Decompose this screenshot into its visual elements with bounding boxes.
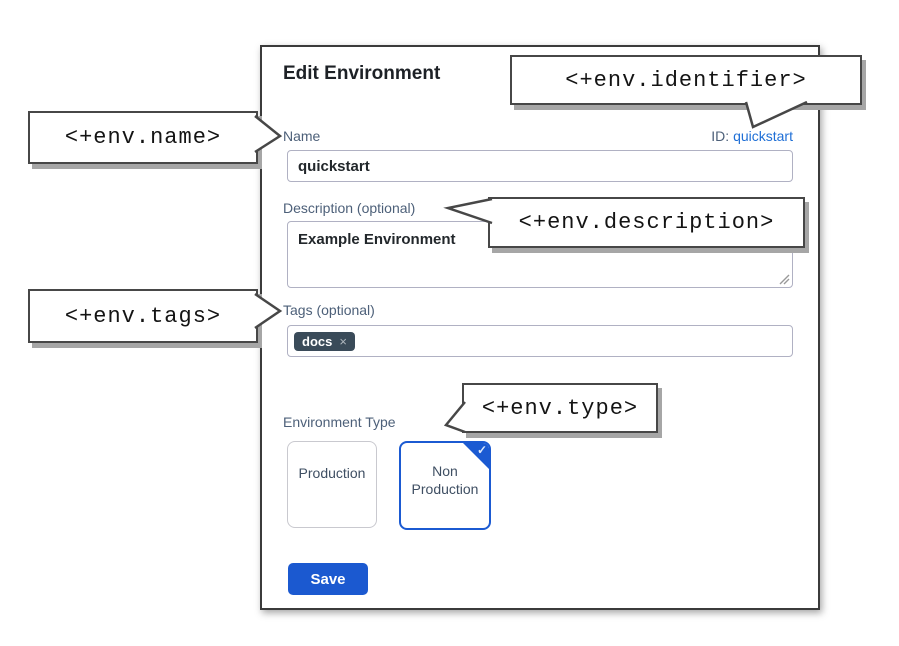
name-label: Name (283, 128, 321, 144)
type-card-label: Production (298, 465, 366, 481)
callout-env-tags-text: <+env.tags> (64, 303, 222, 329)
callout-env-name-tail (254, 115, 283, 154)
callout-env-name-text: <+env.name> (64, 125, 222, 150)
tags-label: Tags (optional) (283, 302, 375, 318)
description-value: Example Environment (298, 231, 456, 248)
tags-input[interactable]: docs × (287, 325, 793, 357)
callout-env-name: <+env.name> (28, 111, 258, 164)
callout-env-identifier-text: <+env.identifier> (565, 67, 807, 93)
page-title: Edit Environment (283, 63, 441, 84)
callout-env-description-tail (443, 197, 493, 225)
environment-type-label: Environment Type (283, 414, 396, 430)
callout-env-type-tail (443, 401, 466, 434)
type-card-label: Non Production (411, 463, 479, 498)
environment-type-cards: Production Non Production ✓ (287, 441, 491, 530)
callout-env-identifier: <+env.identifier> (510, 55, 862, 105)
check-icon: ✓ (476, 443, 487, 457)
callout-env-tags-tail (254, 292, 283, 330)
id-value-link[interactable]: quickstart (733, 128, 793, 144)
tag-chip: docs × (294, 331, 355, 351)
type-card-production[interactable]: Production (287, 441, 377, 528)
environment-id: ID:quickstart (711, 128, 793, 144)
name-input[interactable] (287, 150, 793, 182)
tag-chip-label: docs (302, 333, 333, 349)
callout-env-description: <+env.description> (488, 197, 805, 248)
callout-env-identifier-tail (744, 101, 808, 129)
callout-env-type: <+env.type> (462, 383, 658, 433)
id-prefix-label: ID: (711, 128, 730, 144)
callout-env-description-text: <+env.description> (518, 210, 775, 235)
save-button[interactable]: Save (288, 563, 368, 595)
remove-tag-icon[interactable]: × (339, 333, 347, 349)
callout-env-tags: <+env.tags> (28, 289, 258, 343)
edit-environment-panel: Edit Environment Name ID:quickstart Desc… (260, 45, 820, 610)
description-label: Description (optional) (283, 200, 416, 216)
type-card-non-production[interactable]: Non Production ✓ (399, 441, 491, 530)
resize-grip-icon[interactable] (779, 274, 790, 285)
callout-env-type-text: <+env.type> (481, 395, 639, 421)
